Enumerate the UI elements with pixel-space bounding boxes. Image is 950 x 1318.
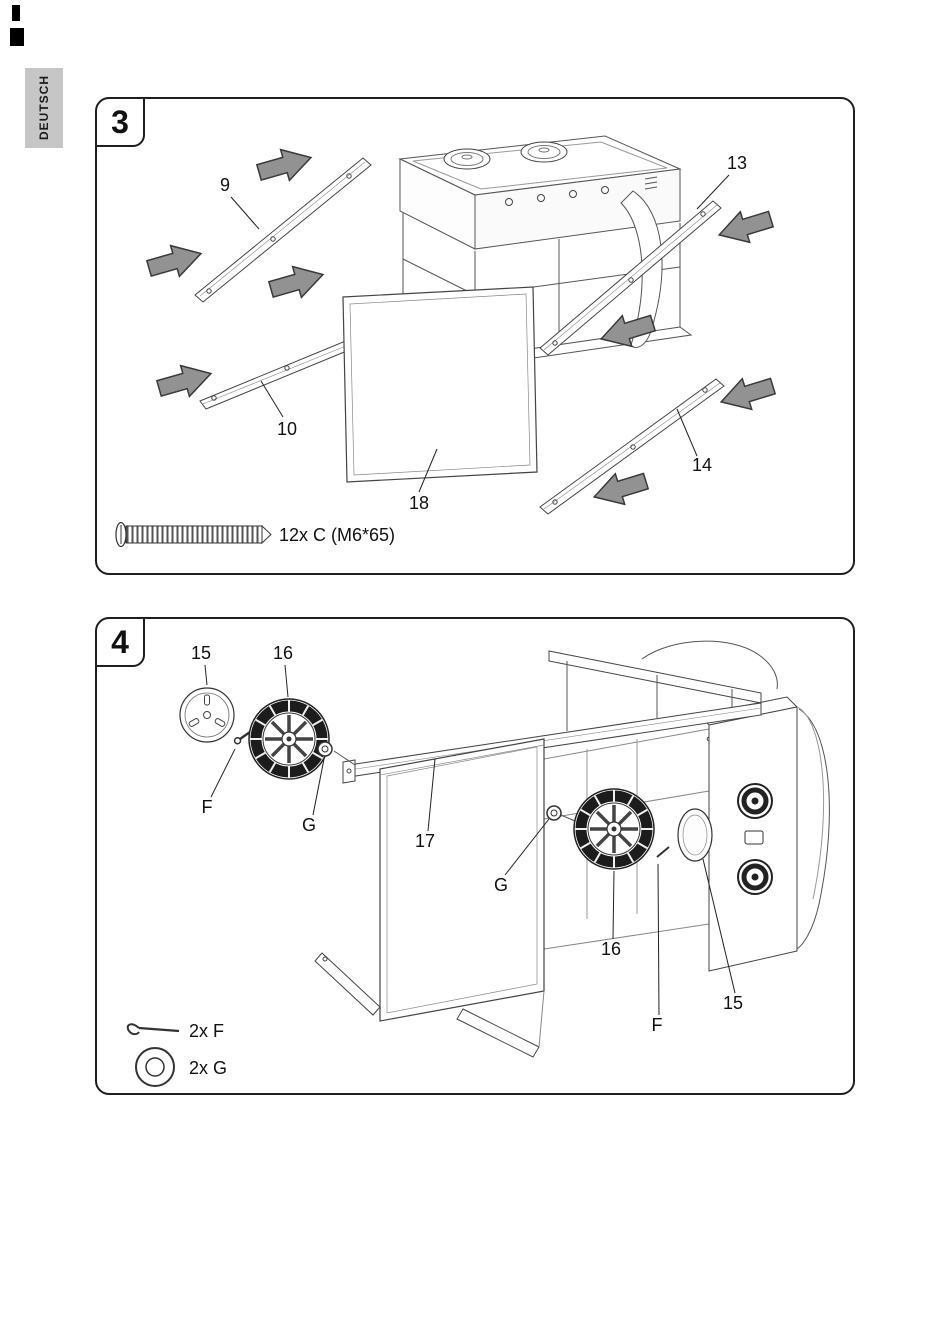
step-3-panel: 3 — [95, 97, 855, 575]
screw-icon — [115, 521, 272, 548]
part-label-18: 18 — [409, 493, 429, 513]
step-4-diagram: 15 16 F G 17 G 16 F 15 2x F 2x G — [126, 640, 830, 1087]
side-rail-14 — [539, 378, 725, 515]
pin-quantity-label: 2x F — [189, 1021, 224, 1041]
step-4-panel: 4 — [95, 617, 855, 1095]
hitch-pin-icon — [126, 1023, 180, 1036]
part-label-g-right: G — [494, 875, 508, 895]
part-label-17: 17 — [415, 831, 435, 851]
part-label-13: 13 — [727, 153, 747, 173]
washer-left — [317, 741, 356, 766]
part-label-15-right: 15 — [723, 993, 743, 1013]
side-rail-9 — [194, 157, 372, 303]
crop-mark — [10, 28, 24, 46]
cart-frame-diagram — [314, 640, 830, 1058]
wheel-right — [574, 789, 654, 869]
back-panel-18 — [342, 286, 538, 483]
part-label-f-left: F — [202, 797, 213, 817]
language-tab: DEUTSCH — [25, 68, 63, 148]
leader-lines — [230, 174, 730, 493]
step-4-number: 4 — [97, 619, 145, 667]
part-label-16-right: 16 — [601, 939, 621, 959]
hubcap-left — [179, 687, 235, 743]
washer-icon — [135, 1047, 175, 1087]
wheel-left — [249, 699, 329, 779]
part-label-16-left: 16 — [273, 643, 293, 663]
control-knob-icons — [737, 783, 773, 895]
part-label-14: 14 — [692, 455, 712, 475]
part-label-10: 10 — [277, 419, 297, 439]
hubcap-right — [677, 808, 713, 862]
pin-right-icon — [656, 846, 670, 858]
part-label-g-left: G — [302, 815, 316, 835]
language-tab-label: DEUTSCH — [37, 75, 51, 141]
leader-lines — [204, 664, 736, 1016]
washer-quantity-label: 2x G — [189, 1058, 227, 1078]
washer-right — [546, 805, 576, 822]
part-label-15-left: 15 — [191, 643, 211, 663]
part-label-f-right: F — [652, 1015, 663, 1035]
side-rail-13 — [539, 200, 722, 356]
screw-quantity-label: 12x C (M6*65) — [279, 525, 395, 545]
part-label-9: 9 — [220, 175, 230, 195]
step-3-number: 3 — [97, 99, 145, 147]
crop-mark — [12, 5, 20, 21]
step-3-diagram: 9 13 10 14 18 12x C (M6*65) — [115, 135, 779, 548]
